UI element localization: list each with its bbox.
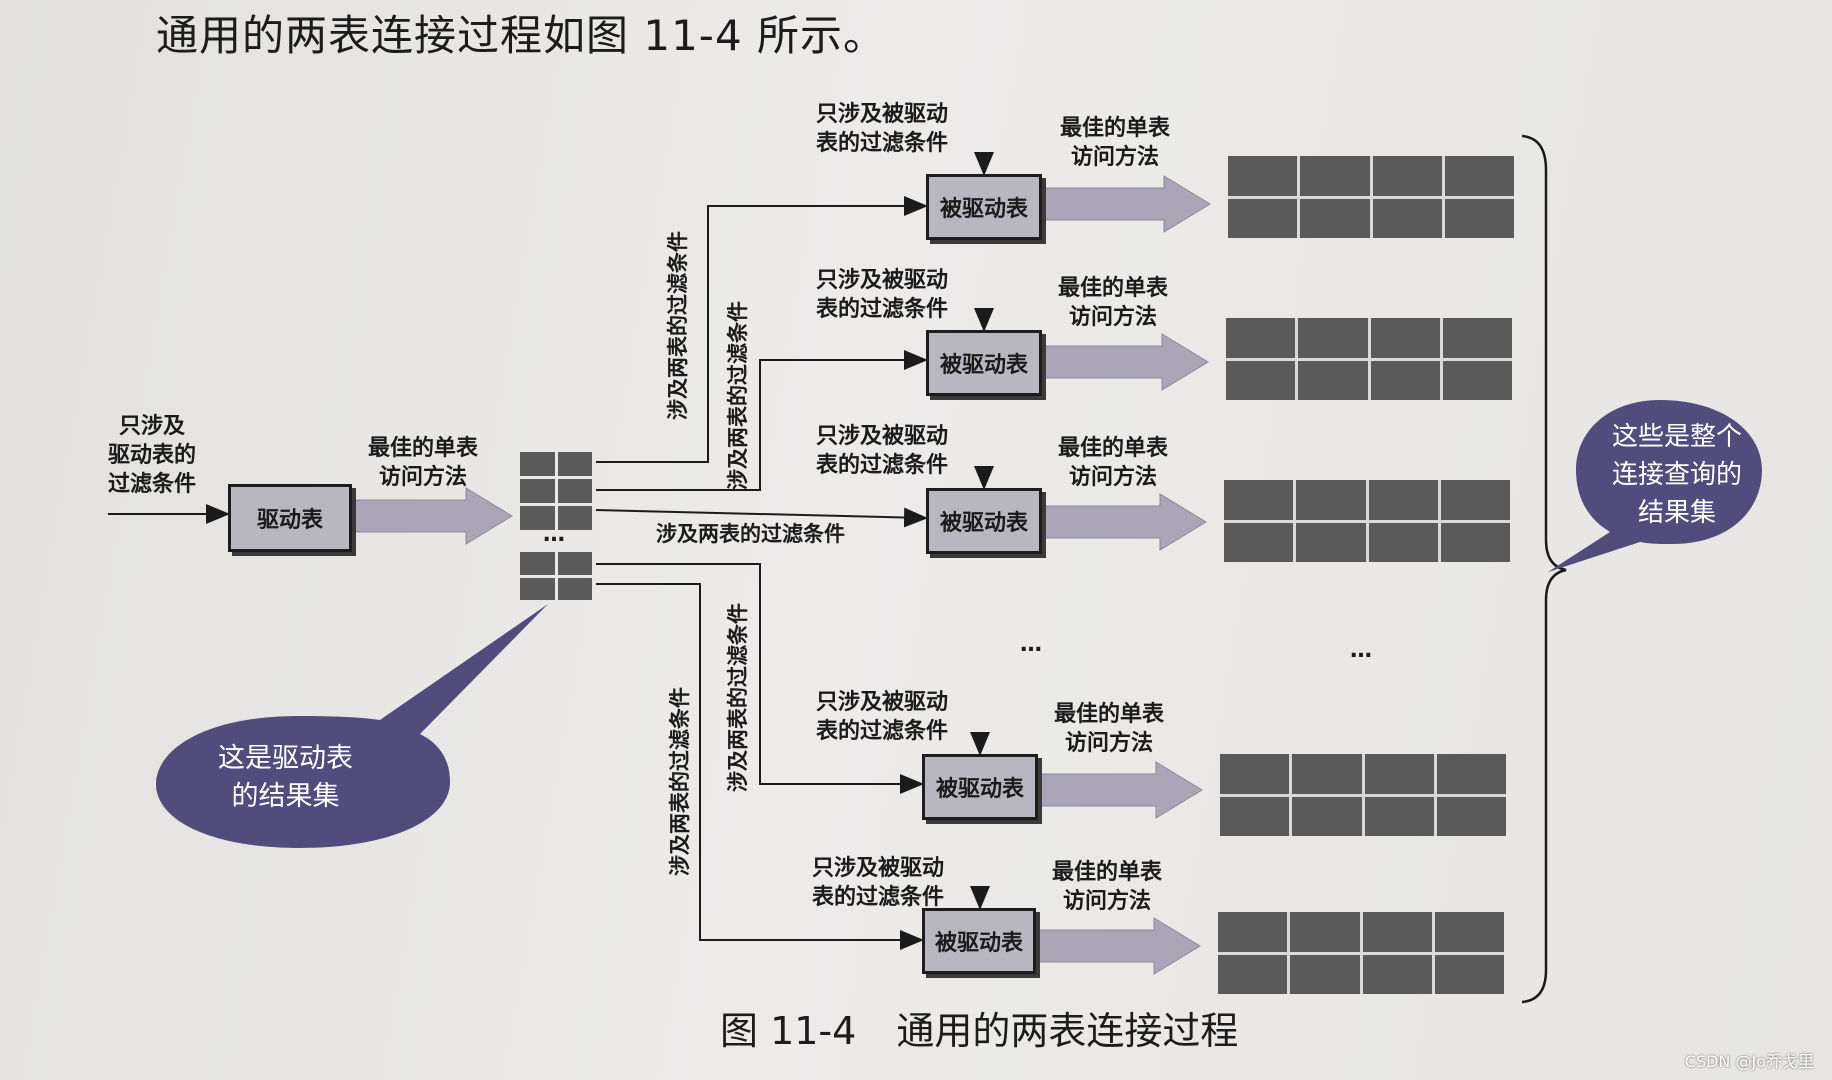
result-set-4 <box>1220 754 1506 836</box>
driver-result-callout-text: 这是驱动表的结果集 <box>218 743 353 812</box>
join-condition-label-4: 涉及两表的过滤条件 <box>726 603 750 792</box>
result-set-2 <box>1226 318 1512 400</box>
join-condition-label-5: 涉及两表的过滤条件 <box>668 687 692 876</box>
joined-filter-label-2: 只涉及被驱动表的过滤条件 <box>816 268 949 322</box>
joined-table-box-4: 被驱动表 <box>922 754 1038 820</box>
join-connector-2 <box>596 350 928 491</box>
driver-filter-label: 只涉及驱动表的过滤条件 <box>108 414 197 497</box>
joined-access-label-2: 最佳的单表访问方法 <box>1058 276 1169 330</box>
joined-access-arrow-2 <box>1041 333 1209 391</box>
join-connector-4 <box>596 563 924 794</box>
driver-result-set-bottom <box>520 552 592 600</box>
figure-title: 通用的两表连接过程 <box>896 1009 1239 1053</box>
driver-access-label: 最佳的单表访问方法 <box>368 436 479 490</box>
joined-filter-label-4: 只涉及被驱动表的过滤条件 <box>816 690 949 744</box>
driver-result-callout-bubble <box>156 604 548 848</box>
joined-table-box-1: 被驱动表 <box>926 174 1042 240</box>
joined-table-box-5: 被驱动表 <box>922 908 1036 974</box>
result-set-ellipsis: … <box>1350 638 1372 663</box>
driver-access-arrow <box>351 487 513 545</box>
joined-table-box-2: 被驱动表 <box>926 330 1042 396</box>
join-condition-label-2: 涉及两表的过滤条件 <box>726 301 750 490</box>
join-condition-label-3: 涉及两表的过滤条件 <box>656 522 845 546</box>
joined-table-box-3: 被驱动表 <box>926 488 1042 554</box>
result-set-3 <box>1224 480 1510 562</box>
joined-access-arrow-1 <box>1041 175 1211 233</box>
joined-access-arrow-3 <box>1041 493 1207 551</box>
figure-number: 图 11-4 <box>720 1009 857 1053</box>
result-set-1 <box>1228 156 1514 238</box>
join-connector-3 <box>595 507 928 528</box>
joined-access-label-4: 最佳的单表访问方法 <box>1054 702 1165 756</box>
joined-access-arrow-4 <box>1037 761 1203 819</box>
joined-access-label-3: 最佳的单表访问方法 <box>1058 436 1169 490</box>
join-connector-1 <box>596 196 928 463</box>
joined-access-label-5: 最佳的单表访问方法 <box>1052 860 1163 914</box>
joined-access-arrow-5 <box>1035 917 1201 975</box>
joined-filter-label-3: 只涉及被驱动表的过滤条件 <box>816 424 949 478</box>
result-set-5 <box>1218 912 1504 994</box>
join-connector-5 <box>596 583 924 950</box>
driver-result-ellipsis: … <box>543 522 565 547</box>
driver-table-box: 驱动表 <box>228 484 352 552</box>
joined-tables-ellipsis: … <box>1020 632 1042 657</box>
joined-access-label-1: 最佳的单表访问方法 <box>1060 116 1171 170</box>
figure-caption: 图 11-4 通用的两表连接过程 <box>720 1000 1238 1055</box>
watermark: CSDN @Jo乔戈里 <box>1684 1052 1814 1071</box>
result-brace <box>1521 134 1567 1004</box>
joined-filter-label-1: 只涉及被驱动表的过滤条件 <box>816 102 949 156</box>
join-condition-label-1: 涉及两表的过滤条件 <box>666 231 690 420</box>
intro-text: 通用的两表连接过程如图 11-4 所示。 <box>156 11 887 60</box>
joined-filter-label-5: 只涉及被驱动表的过滤条件 <box>812 856 945 910</box>
driver-result-set-top <box>520 452 592 530</box>
final-result-callout-bubble <box>1548 400 1762 572</box>
final-result-callout-text: 这些是整个连接查询的结果集 <box>1612 422 1743 528</box>
